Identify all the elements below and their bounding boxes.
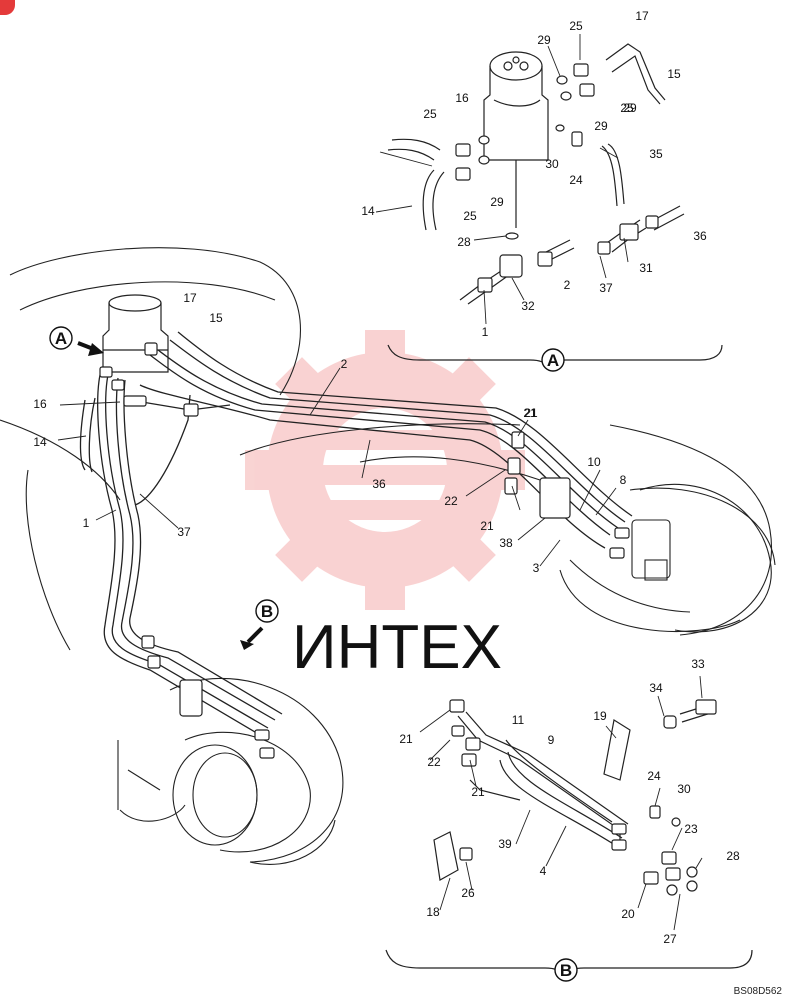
callout-17: 17 bbox=[635, 9, 649, 23]
view-a-label: A bbox=[49, 326, 73, 350]
callout-29: 29 bbox=[537, 33, 551, 47]
callout-30: 30 bbox=[545, 157, 559, 171]
callout-22: 22 bbox=[444, 494, 458, 508]
svg-text:B: B bbox=[560, 961, 572, 980]
view-b-arrow bbox=[240, 626, 264, 650]
hose-bundle-main bbox=[79, 331, 633, 736]
watermark-text: ИНТЕХ bbox=[292, 613, 502, 682]
callout-17: 17 bbox=[183, 291, 197, 305]
callout-38: 38 bbox=[499, 536, 513, 550]
svg-text:A: A bbox=[547, 351, 559, 370]
callout-25: 25 bbox=[569, 19, 583, 33]
callout-4: 4 bbox=[540, 864, 547, 878]
callout-21: 21 bbox=[524, 406, 538, 420]
callout-21: 21 bbox=[471, 785, 485, 799]
callout-16: 16 bbox=[455, 91, 469, 105]
callout-19: 19 bbox=[593, 709, 607, 723]
callout-21: 21 bbox=[480, 519, 494, 533]
callout-26: 26 bbox=[461, 886, 475, 900]
track-motor-b bbox=[117, 677, 344, 865]
fittings-main bbox=[99, 342, 630, 759]
detail-b-callouts: 33 34 19 21 11 9 22 21 24 30 23 28 39 4 26 20 18 27 bbox=[399, 657, 740, 946]
drawing-code: BS08D562 bbox=[733, 986, 782, 997]
callout-27: 27 bbox=[663, 932, 677, 946]
callout-10: 10 bbox=[587, 455, 601, 469]
callout-25: 25 bbox=[463, 209, 477, 223]
view-b-label: B bbox=[255, 599, 279, 623]
callout-2: 2 bbox=[564, 278, 571, 292]
svg-text:B: B bbox=[261, 602, 273, 621]
machine-outline bbox=[0, 247, 776, 651]
callout-15: 15 bbox=[209, 311, 223, 325]
view-a-arrow bbox=[77, 341, 104, 356]
callout-18: 18 bbox=[426, 905, 440, 919]
detail-b-drawing bbox=[385, 703, 753, 978]
callout-24: 24 bbox=[569, 173, 583, 187]
detail-a-fittings bbox=[455, 63, 659, 293]
callout-39: 39 bbox=[498, 837, 512, 851]
leader-lines bbox=[57, 34, 703, 931]
callout-28: 28 bbox=[457, 235, 471, 249]
callout-2: 2 bbox=[341, 357, 348, 371]
callout-21: 21 bbox=[399, 732, 413, 746]
callout-29: 29 bbox=[623, 101, 637, 115]
callout-36: 36 bbox=[372, 477, 386, 491]
svg-text:A: A bbox=[55, 329, 67, 348]
callout-29: 29 bbox=[490, 195, 504, 209]
callout-9: 9 bbox=[548, 733, 555, 747]
callout-14: 14 bbox=[33, 435, 47, 449]
detail-b-title: B bbox=[554, 958, 578, 982]
callout-37: 37 bbox=[177, 525, 191, 539]
callout-36: 36 bbox=[693, 229, 707, 243]
track-motor-a bbox=[631, 483, 772, 633]
callout-30: 30 bbox=[677, 782, 691, 796]
callout-16: 16 bbox=[33, 397, 47, 411]
callout-15: 15 bbox=[667, 67, 681, 81]
callout-14: 14 bbox=[361, 204, 375, 218]
callout-3: 3 bbox=[533, 561, 540, 575]
callout-33: 33 bbox=[691, 657, 705, 671]
callout-35: 35 bbox=[649, 147, 663, 161]
callout-8: 8 bbox=[620, 473, 627, 487]
callout-28: 28 bbox=[726, 849, 740, 863]
callout-22: 22 bbox=[427, 755, 441, 769]
detail-a-drawing bbox=[387, 43, 723, 370]
callout-11: 11 bbox=[512, 713, 525, 727]
callout-20: 20 bbox=[621, 907, 635, 921]
watermark-gear-logo bbox=[245, 330, 525, 610]
callout-24: 24 bbox=[647, 769, 661, 783]
callout-37: 37 bbox=[599, 281, 613, 295]
callout-23: 23 bbox=[684, 822, 698, 836]
callout-31: 31 bbox=[639, 261, 653, 275]
callout-32: 32 bbox=[521, 299, 535, 313]
callout-25: 25 bbox=[620, 101, 634, 115]
corner-badge bbox=[0, 0, 15, 15]
callout-29: 29 bbox=[594, 119, 608, 133]
callout-25: 25 bbox=[423, 107, 437, 121]
callout-1: 1 bbox=[482, 325, 489, 339]
detail-a-title: A bbox=[541, 348, 565, 372]
callout-21: 21 bbox=[523, 406, 537, 420]
detail-b-fittings bbox=[449, 699, 717, 896]
callout-1: 1 bbox=[83, 516, 90, 530]
callout-34: 34 bbox=[649, 681, 663, 695]
